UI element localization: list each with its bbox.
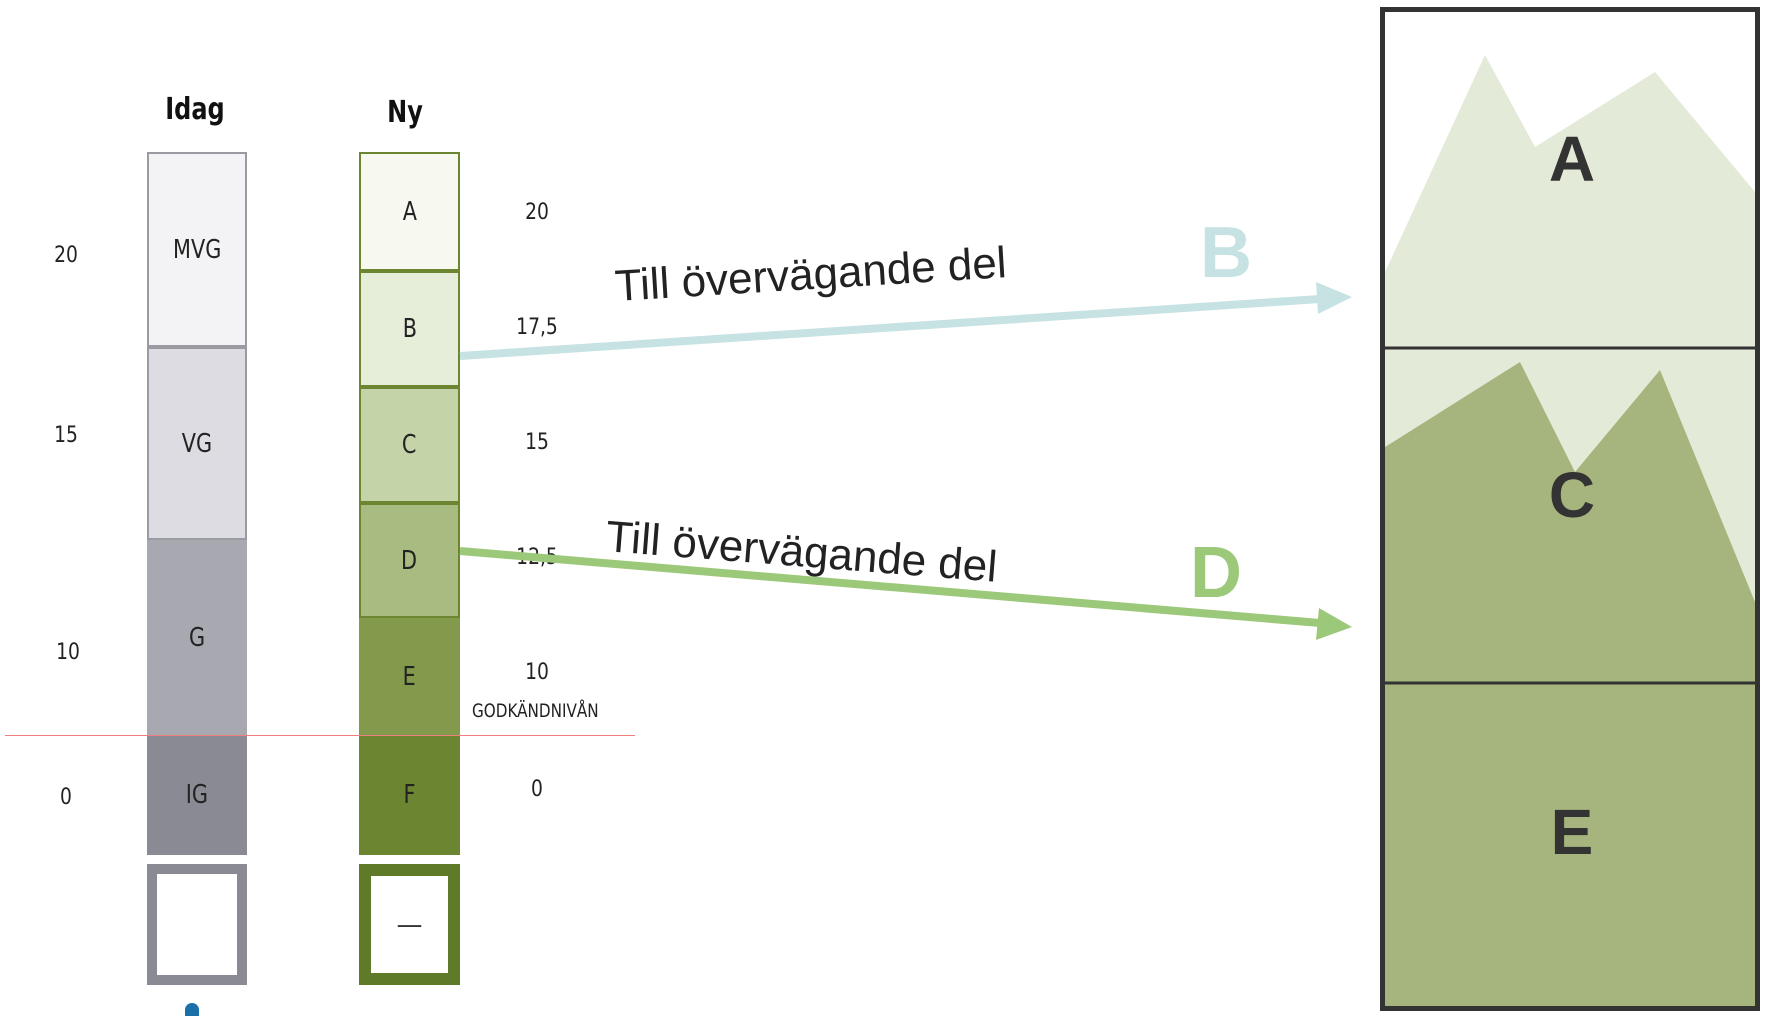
idag-heading: Idag — [165, 92, 225, 127]
ny-heading: Ny — [387, 95, 423, 130]
arrow-b-head — [1316, 282, 1352, 314]
panel-letter-e: E — [1550, 796, 1594, 868]
grade-g: G — [147, 540, 247, 735]
arrow-d-head — [1316, 608, 1352, 640]
grade-mvg: MVG — [147, 152, 247, 347]
grade-d: D — [359, 503, 460, 618]
grade-e: E — [359, 618, 460, 735]
arrow-fragment-icon — [185, 1003, 199, 1016]
arrow-b-line — [459, 295, 1321, 360]
ny-points-15: 15 — [525, 430, 549, 455]
panel-letter-c: C — [1548, 459, 1596, 531]
idag-symbol-box — [147, 864, 247, 985]
idag-points-10: 10 — [56, 640, 80, 665]
grade-panel: A C E — [1380, 7, 1760, 1011]
mountains-illustration — [1385, 55, 1755, 1006]
idag-points-20: 20 — [54, 243, 78, 268]
ny-symbol-box: — — [359, 864, 460, 985]
idag-points-15: 15 — [54, 423, 78, 448]
arrow-d-letter: D — [1190, 533, 1242, 613]
arrow-d-line — [459, 547, 1321, 627]
grade-b: B — [359, 271, 460, 387]
idag-points-0: 0 — [60, 785, 72, 810]
threshold-line — [5, 735, 635, 736]
panel-letter-a: A — [1548, 123, 1596, 195]
ny-points-17-5: 17,5 — [516, 315, 558, 340]
ny-points-0: 0 — [531, 777, 543, 802]
ny-symbol-label: — — [396, 909, 423, 940]
grade-vg: VG — [147, 347, 247, 540]
grade-c: C — [359, 387, 460, 503]
arrow-b-letter: B — [1200, 213, 1252, 293]
ny-points-20: 20 — [525, 200, 549, 225]
grade-ig: IG — [147, 735, 247, 855]
grade-a: A — [359, 152, 460, 271]
ny-points-10: 10 — [525, 660, 549, 685]
threshold-label: GODKÄNDNIVÅN — [472, 700, 599, 722]
grade-f: F — [359, 735, 460, 855]
